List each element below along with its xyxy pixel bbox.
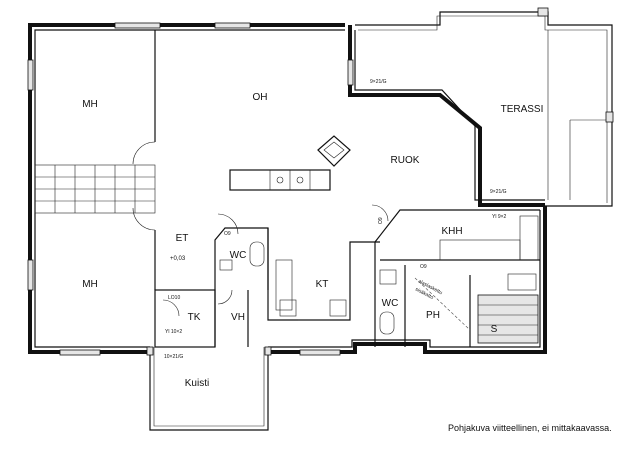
wardrobe-label-lo10: LO10 bbox=[168, 295, 180, 301]
room-label-terassi: TERASSI bbox=[501, 104, 544, 115]
window-label-yl10: Yl 10×2 bbox=[165, 329, 182, 335]
door-label-o9-ruok: O9 bbox=[378, 217, 384, 224]
room-label-vh: VH bbox=[231, 312, 245, 323]
room-label-kuisti: Kuisti bbox=[185, 378, 209, 389]
floor-level-label: +0,03 bbox=[170, 256, 186, 262]
room-label-kt: KT bbox=[316, 279, 329, 290]
plan-caption: Pohjakuva viitteellinen, ei mittakaavass… bbox=[448, 423, 612, 433]
porch-outline bbox=[146, 346, 272, 431]
room-label-khh: KHH bbox=[441, 226, 462, 237]
room-label-wc-center: WC bbox=[230, 250, 247, 261]
room-label-wc-right: WC bbox=[382, 298, 399, 309]
door-label-right: 9×21/G bbox=[490, 189, 507, 195]
room-label-ruok: RUOK bbox=[391, 155, 420, 166]
interior-walls bbox=[34, 30, 540, 348]
terrace-outline bbox=[355, 7, 614, 207]
room-label-mh-top: MH bbox=[82, 99, 98, 110]
room-label-tk: TK bbox=[188, 312, 201, 323]
sauna-bench-lines bbox=[478, 304, 538, 336]
exterior-walls bbox=[28, 23, 547, 354]
room-label-ph: PH bbox=[426, 310, 440, 321]
room-label-mh-bottom: MH bbox=[82, 279, 98, 290]
room-label-et: ET bbox=[176, 233, 189, 244]
window-markers bbox=[27, 22, 354, 356]
door-label-top: 9×21/G bbox=[370, 79, 387, 85]
door-label-porch: 10×21/G bbox=[164, 354, 183, 360]
door-label-o9-khh: O9 bbox=[420, 264, 427, 270]
window-label-yl9: Yl 9×2 bbox=[492, 214, 507, 220]
door-label-o9-et: O9 bbox=[224, 231, 231, 237]
room-label-oh: OH bbox=[253, 92, 268, 103]
room-label-s: S bbox=[491, 324, 498, 335]
